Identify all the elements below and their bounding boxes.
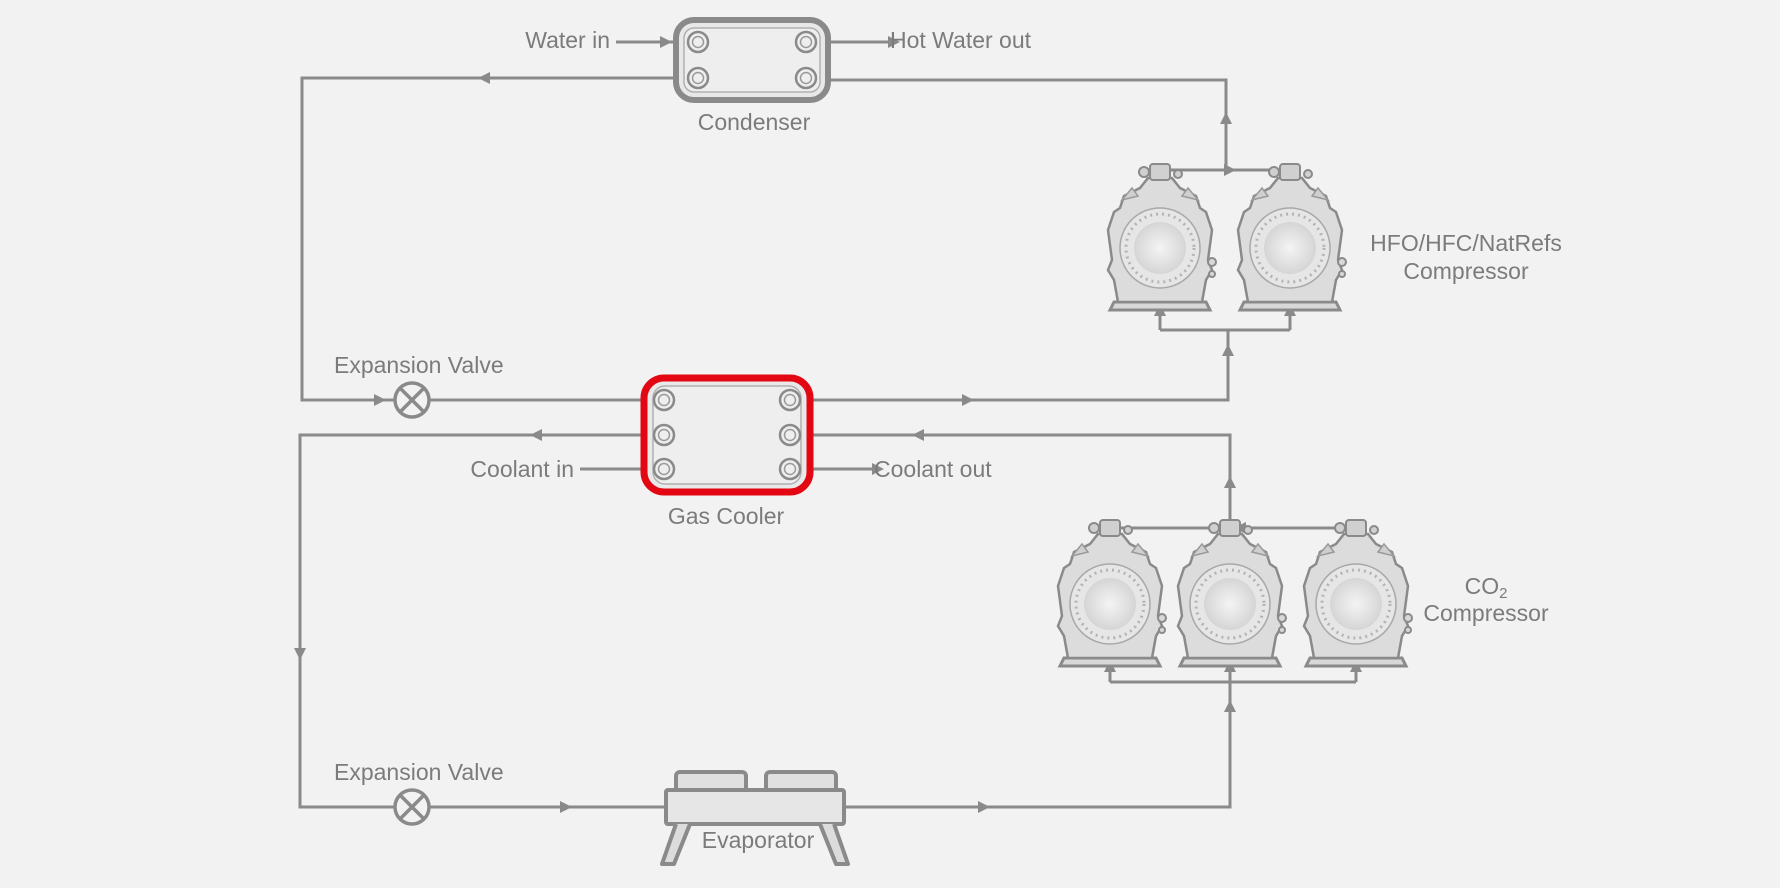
condenser bbox=[673, 17, 831, 103]
hfo-compressor-1 bbox=[1106, 162, 1218, 312]
gas-cooler-label: Gas Cooler bbox=[668, 503, 785, 529]
gas-cooler bbox=[640, 374, 814, 496]
evaporator-label: Evaporator bbox=[702, 827, 815, 853]
evaporator bbox=[660, 770, 850, 866]
hot-water-out-label: Hot Water out bbox=[890, 27, 1032, 53]
pipes bbox=[298, 40, 1358, 809]
condenser-label: Condenser bbox=[698, 109, 811, 135]
co2-compressor-label-line2: Compressor bbox=[1423, 600, 1549, 626]
expansion-valve-top-label: Expansion Valve bbox=[334, 352, 504, 378]
hfo-compressor-label-line1: HFO/HFC/NatRefs bbox=[1370, 230, 1562, 256]
co2-compressor-3 bbox=[1302, 518, 1414, 668]
flow-arrows bbox=[294, 36, 1362, 813]
co2-compressor-label-line1: CO2 bbox=[1465, 573, 1508, 602]
coolant-in-label: Coolant in bbox=[470, 456, 574, 482]
hfo-compressor-2 bbox=[1236, 162, 1348, 312]
co2-compressor-2 bbox=[1176, 518, 1288, 668]
expansion-valve-bottom bbox=[393, 788, 431, 826]
water-in-label: Water in bbox=[525, 27, 610, 53]
co2-label-subscript: 2 bbox=[1499, 585, 1507, 602]
expansion-valve-bottom-label: Expansion Valve bbox=[334, 759, 504, 785]
hfo-compressor-label-line2: Compressor bbox=[1403, 258, 1529, 284]
co2-label-base: CO bbox=[1465, 573, 1500, 599]
co2-compressor-1 bbox=[1056, 518, 1168, 668]
coolant-out-label: Coolant out bbox=[874, 456, 992, 482]
expansion-valve-top bbox=[393, 381, 431, 419]
